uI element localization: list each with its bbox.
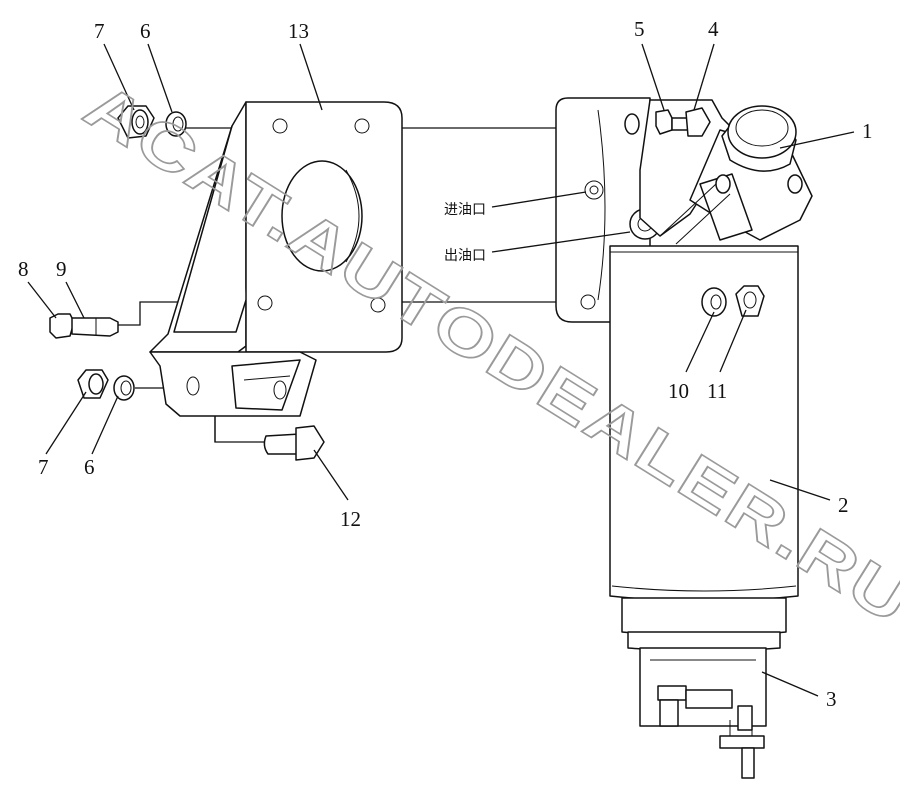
washer-lower [113,375,135,401]
washer-right [701,287,727,317]
callout-3: 3 [826,687,837,711]
hand-primer-pump [659,105,813,245]
stud-bolt [655,107,711,137]
hex-nut-lower [77,369,109,399]
callout-6-upper: 6 [140,19,151,43]
water-separator-bowl [639,647,767,779]
callout-9: 9 [56,257,67,281]
outlet-port-label: 出油口 [444,248,486,264]
callout-7-lower: 7 [38,455,49,479]
callout-12: 12 [340,507,361,531]
callout-11: 11 [707,379,727,403]
callout-1: 1 [862,119,873,143]
callout-leaders [27,43,855,697]
filter-canister [609,245,799,652]
hex-nut-upper [117,105,155,139]
callout-6-lower: 6 [84,455,95,479]
callout-13: 13 [288,19,309,43]
bolt-bottom [263,425,325,461]
callout-10: 10 [668,379,689,403]
port-labels: 进油口 出油口 [444,202,486,264]
callout-7-upper: 7 [94,19,105,43]
callout-2: 2 [838,493,849,517]
washer-upper [165,111,187,137]
bolt-with-nut [49,313,119,339]
callout-4: 4 [708,17,719,41]
callout-5: 5 [634,17,645,41]
callout-numbers: 1 2 3 4 5 6 6 7 7 8 9 10 11 12 13 [18,17,873,711]
mounting-bracket [149,101,403,417]
hex-nut-right [735,285,765,317]
inlet-port-label: 进油口 [444,202,486,218]
callout-8: 8 [18,257,29,281]
